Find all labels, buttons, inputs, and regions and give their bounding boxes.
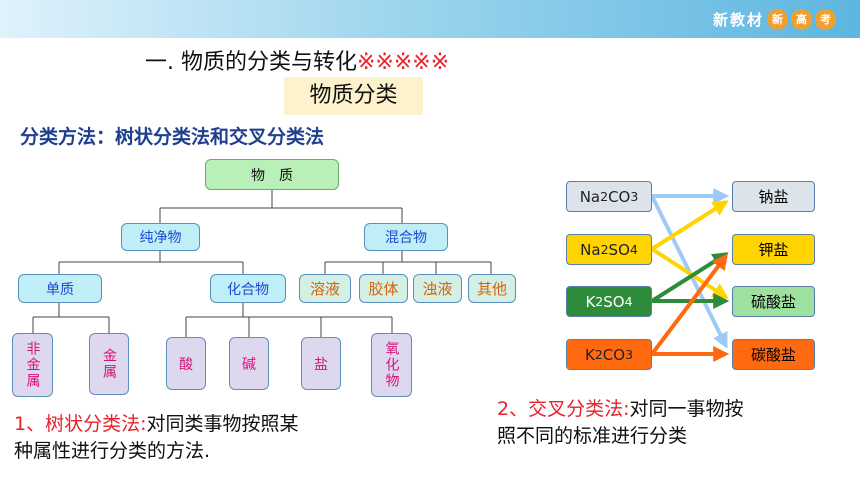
cross-carbonate: 碳酸盐 <box>732 339 815 370</box>
tree-acid: 酸 <box>166 337 206 390</box>
tree-compound: 化合物 <box>210 274 286 303</box>
tree-pure-substance: 纯净物 <box>121 223 200 251</box>
tree-metal: 金属 <box>89 333 129 395</box>
tree-solution: 溶液 <box>299 274 351 303</box>
title-text: 一. 物质的分类与转化 <box>145 50 357 75</box>
tree-mixture: 混合物 <box>364 223 448 251</box>
caption-cross: 2、交叉分类法:对同一事物按 照不同的标准进行分类 <box>497 396 744 450</box>
caption-cross-text1: 对同一事物按 <box>629 398 744 420</box>
tree-salt: 盐 <box>301 337 341 390</box>
arrow-k2co3-potassium <box>650 253 728 356</box>
tree-root-matter: 物 质 <box>205 159 339 190</box>
arrow-na2so4-sulfate <box>650 247 729 299</box>
tree-nonmetal: 非金属 <box>12 333 53 397</box>
caption-cross-heading: 2、交叉分类法: <box>497 398 630 420</box>
title-stars: ※※※※※ <box>357 50 450 75</box>
section-subtitle: 物质分类 <box>284 77 423 115</box>
badge-xin: 新 <box>767 9 788 30</box>
cross-sodium-salt: 钠盐 <box>732 181 815 212</box>
page-title: 一. 物质的分类与转化※※※※※ <box>145 44 449 76</box>
caption-tree-heading: 1、树状分类法: <box>14 413 147 435</box>
badge-kao: 考 <box>815 9 836 30</box>
arrow-k2so4-potassium <box>650 252 729 303</box>
caption-tree: 1、树状分类法:对同类事物按照某 种属性进行分类的方法. <box>14 411 299 465</box>
badge-gao: 高 <box>791 9 812 30</box>
header-banner <box>0 0 860 38</box>
tree-other: 其他 <box>468 274 516 303</box>
brand-text: 新教材 <box>712 11 764 29</box>
tree-oxide: 氧化物 <box>371 333 412 397</box>
arrow-na2so4-sodium <box>650 200 729 251</box>
caption-cross-text2: 照不同的标准进行分类 <box>497 425 688 447</box>
tree-element: 单质 <box>18 274 102 303</box>
tree-colloid: 胶体 <box>359 274 408 303</box>
cross-potassium-salt: 钾盐 <box>732 234 815 265</box>
caption-tree-text2: 种属性进行分类的方法. <box>14 440 211 462</box>
cross-sulfate: 硫酸盐 <box>732 286 815 317</box>
method-heading: 分类方法：树状分类法和交叉分类法 <box>20 126 325 148</box>
tree-suspension: 浊液 <box>413 274 462 303</box>
caption-tree-text1: 对同类事物按照某 <box>146 413 299 435</box>
tree-base: 碱 <box>229 337 269 390</box>
